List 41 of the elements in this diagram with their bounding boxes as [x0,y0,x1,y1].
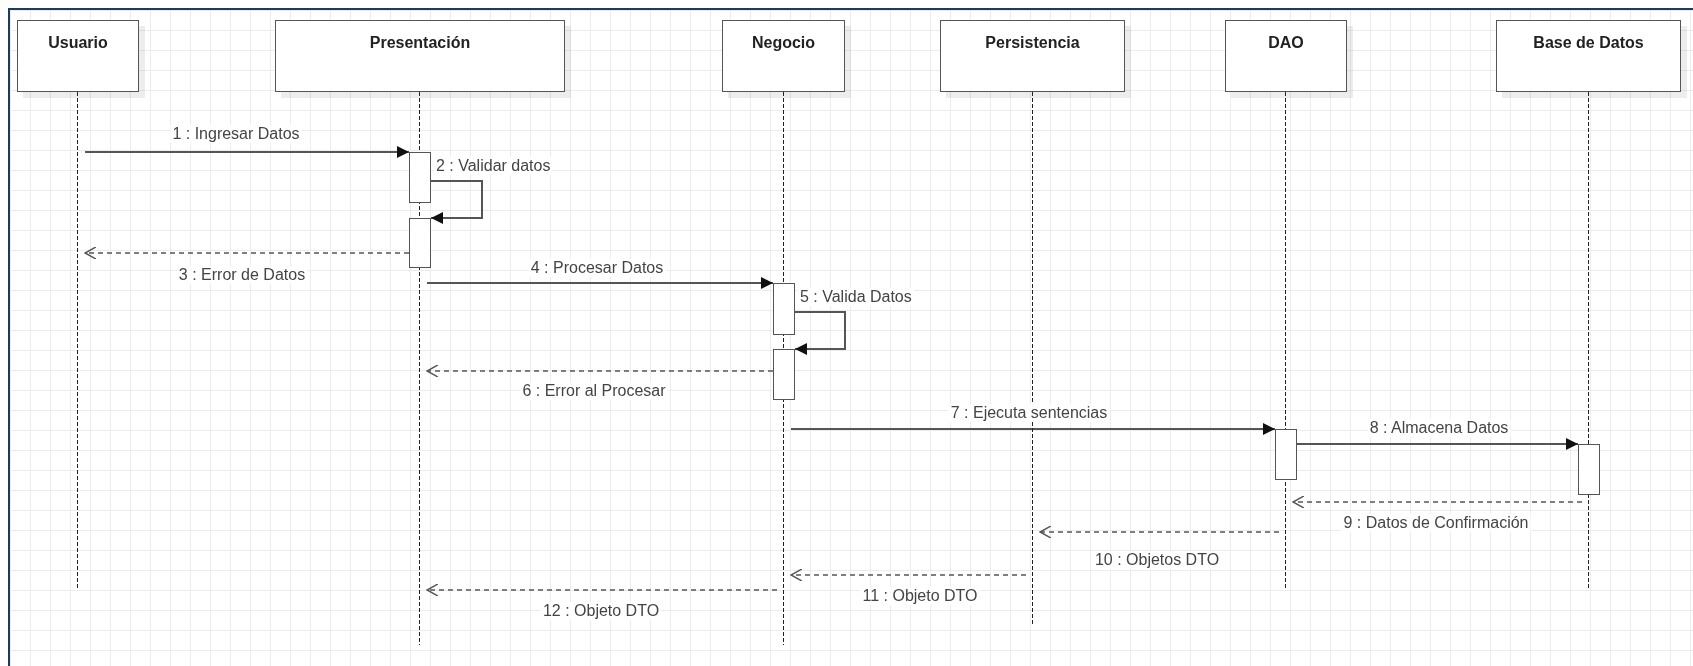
participant-box [275,20,565,92]
activation-bar [1275,429,1297,480]
participant-name: Base de Datos [1533,34,1644,52]
participant-box [17,20,139,92]
message-arrow [84,246,410,260]
message-label: 5 : Valida Datos [798,288,914,306]
message-label: 4 : Procesar Datos [528,259,666,277]
message-label: 8 : Almacena Datos [1367,419,1511,437]
participant-name: DAO [1268,34,1304,52]
message-arrow [426,277,774,289]
participant-name: Presentación [369,34,471,52]
activation-bar [409,152,431,203]
message-label: 3 : Error de Datos [176,266,308,284]
message-label: 2 : Validar datos [434,157,553,175]
participant-box [722,20,845,92]
message-arrow [790,568,1027,582]
message-arrow [430,180,483,224]
message-label: 9 : Datos de Confirmación [1341,514,1531,532]
message-arrow [794,311,846,355]
message-label: 12 : Objeto DTO [540,602,662,620]
participant-box [940,20,1125,92]
message-label: 6 : Error al Procesar [520,382,668,400]
participant-name: Persistencia [985,34,1080,52]
participant-name: Usuario [48,34,108,52]
message-label: 7 : Ejecuta sentencias [948,404,1110,422]
activation-bar [773,349,795,400]
activation-bar [773,283,795,335]
message-arrow [426,583,778,597]
message-arrow [790,423,1276,435]
participant-name: Negocio [751,34,816,52]
participant-box [1496,20,1681,92]
message-arrow [84,146,410,158]
message-arrow [426,364,774,378]
message-label: 11 : Objeto DTO [860,587,980,605]
message-arrow [1292,495,1583,509]
activation-bar [409,218,431,268]
message-arrow [1039,525,1280,539]
message-arrow [1296,438,1579,450]
participant-box [1225,20,1347,92]
activation-bar [1578,444,1600,495]
message-label: 1 : Ingresar Datos [170,125,302,143]
